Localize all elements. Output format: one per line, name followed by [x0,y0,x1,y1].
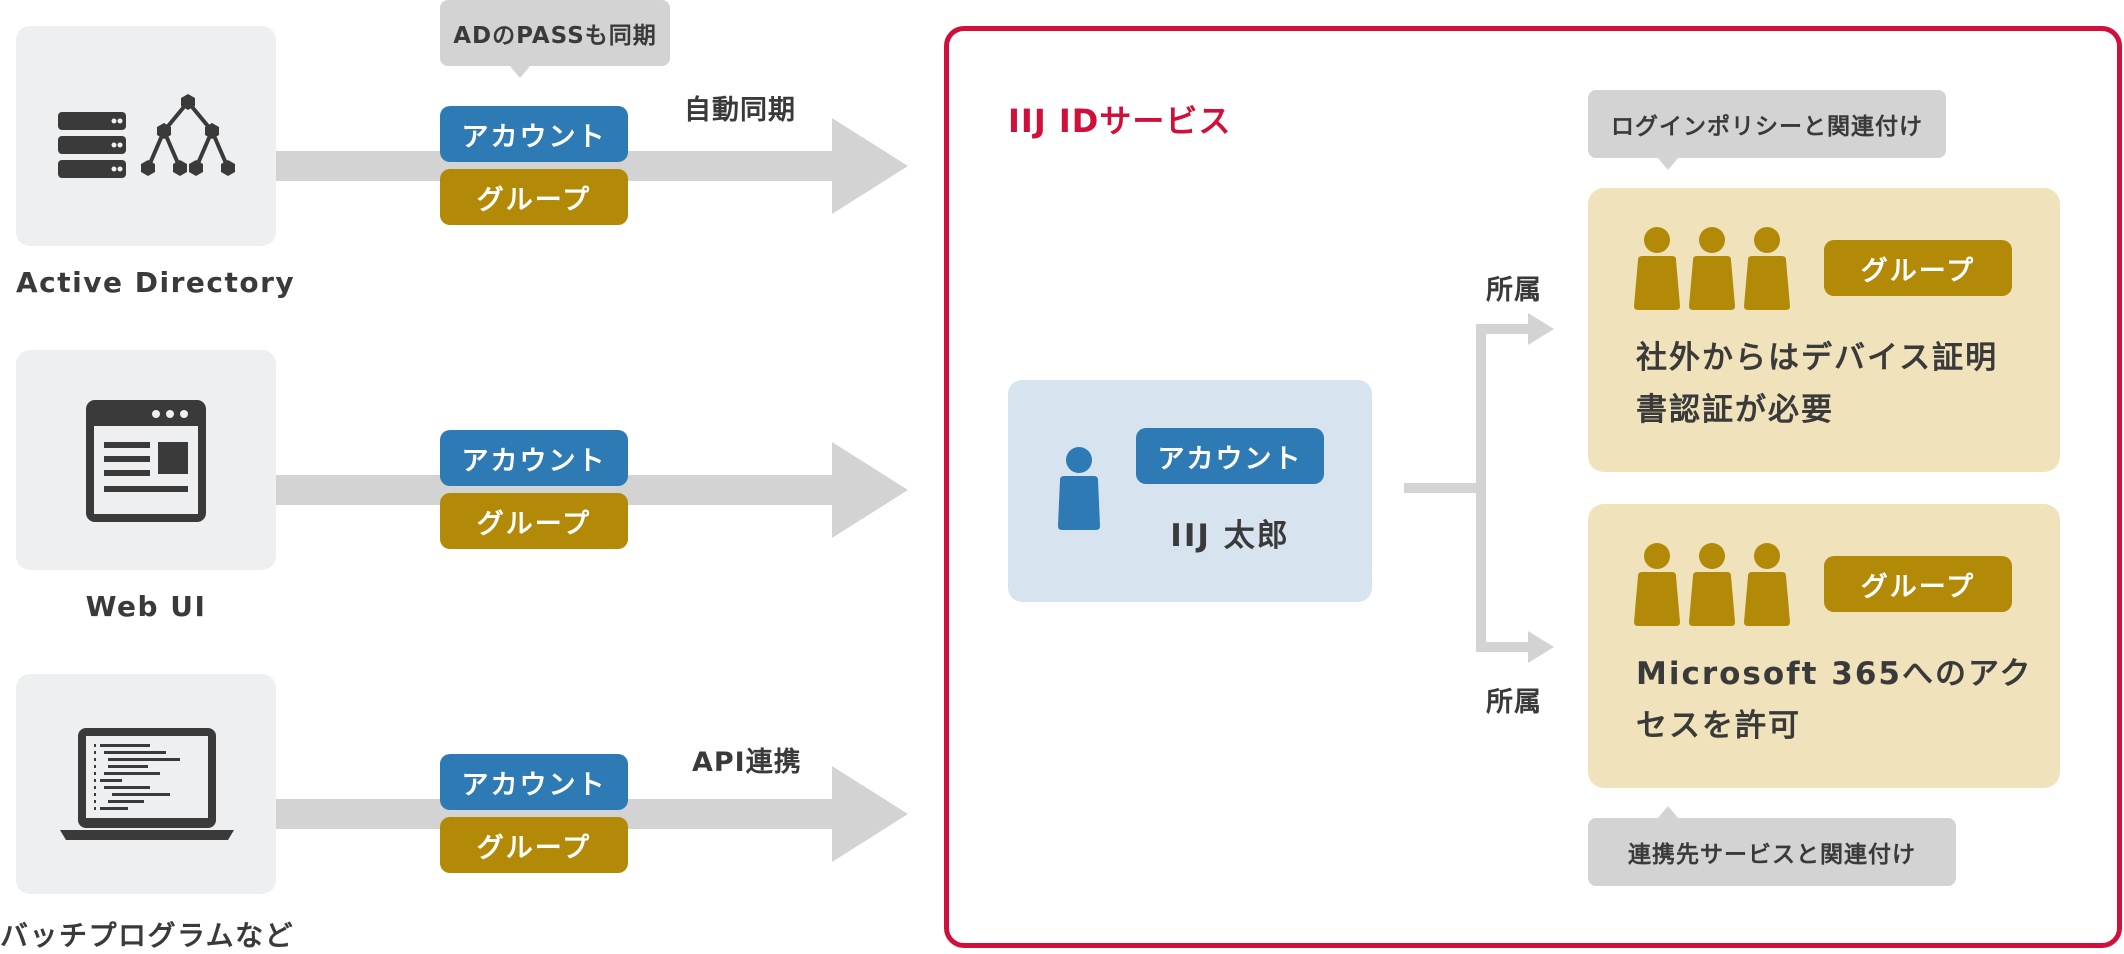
group-pill: グループ [1824,556,2012,612]
service-title: IIJ IDサービス [1008,102,1232,140]
laptop-code-icon [60,728,234,840]
browser-window-icon [86,400,206,522]
note-tail [1658,158,1678,170]
account-card: アカウント IIJ 太郎 [1008,380,1372,602]
account-pill: アカウント [440,754,628,810]
batch-program-box [16,674,276,894]
group-text-line: 書認証が必要 [1636,392,1834,428]
group-pill: グループ [1824,240,2012,296]
group-pill: グループ [440,493,628,549]
belongs-label: 所属 [1486,275,1542,306]
flow-label-auto-sync: 自動同期 [684,95,796,126]
group-pill: グループ [440,169,628,225]
connector-line [1404,483,1482,493]
source-label-batch-program: バッチプログラムなど [0,919,295,952]
arrow-head [1528,631,1554,663]
arrow-head [832,766,908,862]
group-policy-description: 社外からはデバイス証明 書認証が必要 [1636,332,1998,436]
linked-service-note: 連携先サービスと関連付け [1588,818,1956,886]
belongs-label: 所属 [1486,687,1542,718]
note-tail [1658,806,1678,818]
group-card: グループ 社外からはデバイス証明 書認証が必要 [1588,188,2060,472]
account-pill: アカウント [440,106,628,162]
arrow-head [832,118,908,214]
group-text-line: セスを許可 [1636,708,1801,744]
user-name: IIJ 太郎 [1170,518,1290,554]
ad-pass-sync-note: ADのPASSも同期 [440,0,670,66]
group-policy-description: Microsoft 365へのアク セスを許可 [1636,648,2032,752]
note-tail [510,66,530,78]
group-text-line: 社外からはデバイス証明 [1636,340,1999,376]
people-group-icon [1634,543,1790,626]
source-label-web-ui: Web UI [85,590,207,623]
arrow-head [1528,313,1554,345]
arrow-head [832,442,908,538]
group-pill: グループ [440,817,628,873]
flow-label-api: API連携 [692,747,802,778]
connector-line [1476,324,1530,334]
source-label-active-directory: Active Directory [16,266,296,299]
server-tree-icon [58,94,235,178]
active-directory-box [16,26,276,246]
web-ui-box [16,350,276,570]
group-card: グループ Microsoft 365へのアク セスを許可 [1588,504,2060,788]
person-icon [1058,447,1100,530]
connector-line [1476,324,1486,652]
connector-line [1476,642,1530,652]
group-text-line: Microsoft 365へのアク [1636,656,2033,692]
account-pill: アカウント [1136,428,1324,484]
login-policy-note: ログインポリシーと関連付け [1588,90,1946,158]
iij-id-service-frame [944,26,2122,948]
account-pill: アカウント [440,430,628,486]
people-group-icon [1634,227,1790,310]
